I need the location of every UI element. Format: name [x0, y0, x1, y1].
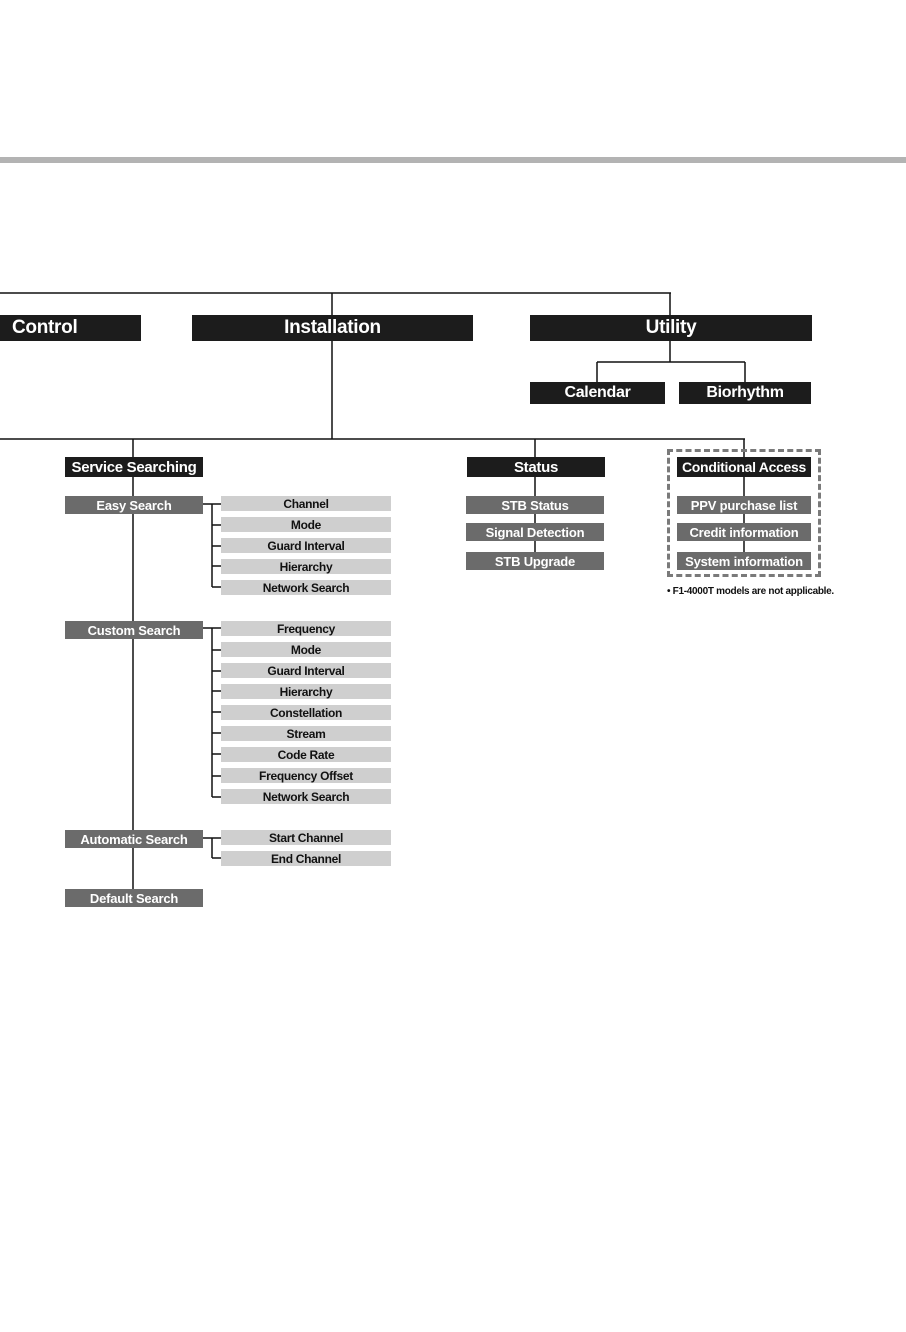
menu-automatic-search[interactable]: Automatic Search	[65, 830, 203, 848]
menu-control[interactable]: Control	[0, 315, 141, 341]
auto-item-end-channel[interactable]: End Channel	[221, 851, 391, 866]
custom-item-frequency-offset[interactable]: Frequency Offset	[221, 768, 391, 783]
conditional-access-dashed-frame	[667, 449, 821, 577]
status-item-stb-upgrade[interactable]: STB Upgrade	[466, 552, 604, 570]
custom-item-constellation[interactable]: Constellation	[221, 705, 391, 720]
easy-item-hierarchy[interactable]: Hierarchy	[221, 559, 391, 574]
model-note: • F1-4000T models are not applicable.	[667, 586, 834, 597]
custom-item-frequency[interactable]: Frequency	[221, 621, 391, 636]
easy-item-channel[interactable]: Channel	[221, 496, 391, 511]
menu-utility[interactable]: Utility	[530, 315, 812, 341]
custom-item-mode[interactable]: Mode	[221, 642, 391, 657]
ca-item-ppv-purchase-list[interactable]: PPV purchase list	[677, 496, 811, 514]
custom-item-guard-interval[interactable]: Guard Interval	[221, 663, 391, 678]
top-divider-bar	[0, 157, 906, 163]
ca-item-system-information[interactable]: System information	[677, 552, 811, 570]
ca-item-credit-information[interactable]: Credit information	[677, 523, 811, 541]
custom-item-code-rate[interactable]: Code Rate	[221, 747, 391, 762]
menu-custom-search[interactable]: Custom Search	[65, 621, 203, 639]
custom-item-stream[interactable]: Stream	[221, 726, 391, 741]
custom-item-network-search[interactable]: Network Search	[221, 789, 391, 804]
menu-calendar[interactable]: Calendar	[530, 382, 665, 404]
menu-status[interactable]: Status	[467, 457, 605, 477]
menu-default-search[interactable]: Default Search	[65, 889, 203, 907]
menu-service-searching[interactable]: Service Searching	[65, 457, 203, 477]
custom-item-hierarchy[interactable]: Hierarchy	[221, 684, 391, 699]
easy-item-network-search[interactable]: Network Search	[221, 580, 391, 595]
status-item-stb-status[interactable]: STB Status	[466, 496, 604, 514]
auto-item-start-channel[interactable]: Start Channel	[221, 830, 391, 845]
easy-item-guard-interval[interactable]: Guard Interval	[221, 538, 391, 553]
menu-conditional-access[interactable]: Conditional Access	[677, 457, 811, 477]
menu-easy-search[interactable]: Easy Search	[65, 496, 203, 514]
menu-biorhythm[interactable]: Biorhythm	[679, 382, 811, 404]
menu-installation[interactable]: Installation	[192, 315, 473, 341]
status-item-signal-detection[interactable]: Signal Detection	[466, 523, 604, 541]
easy-item-mode[interactable]: Mode	[221, 517, 391, 532]
